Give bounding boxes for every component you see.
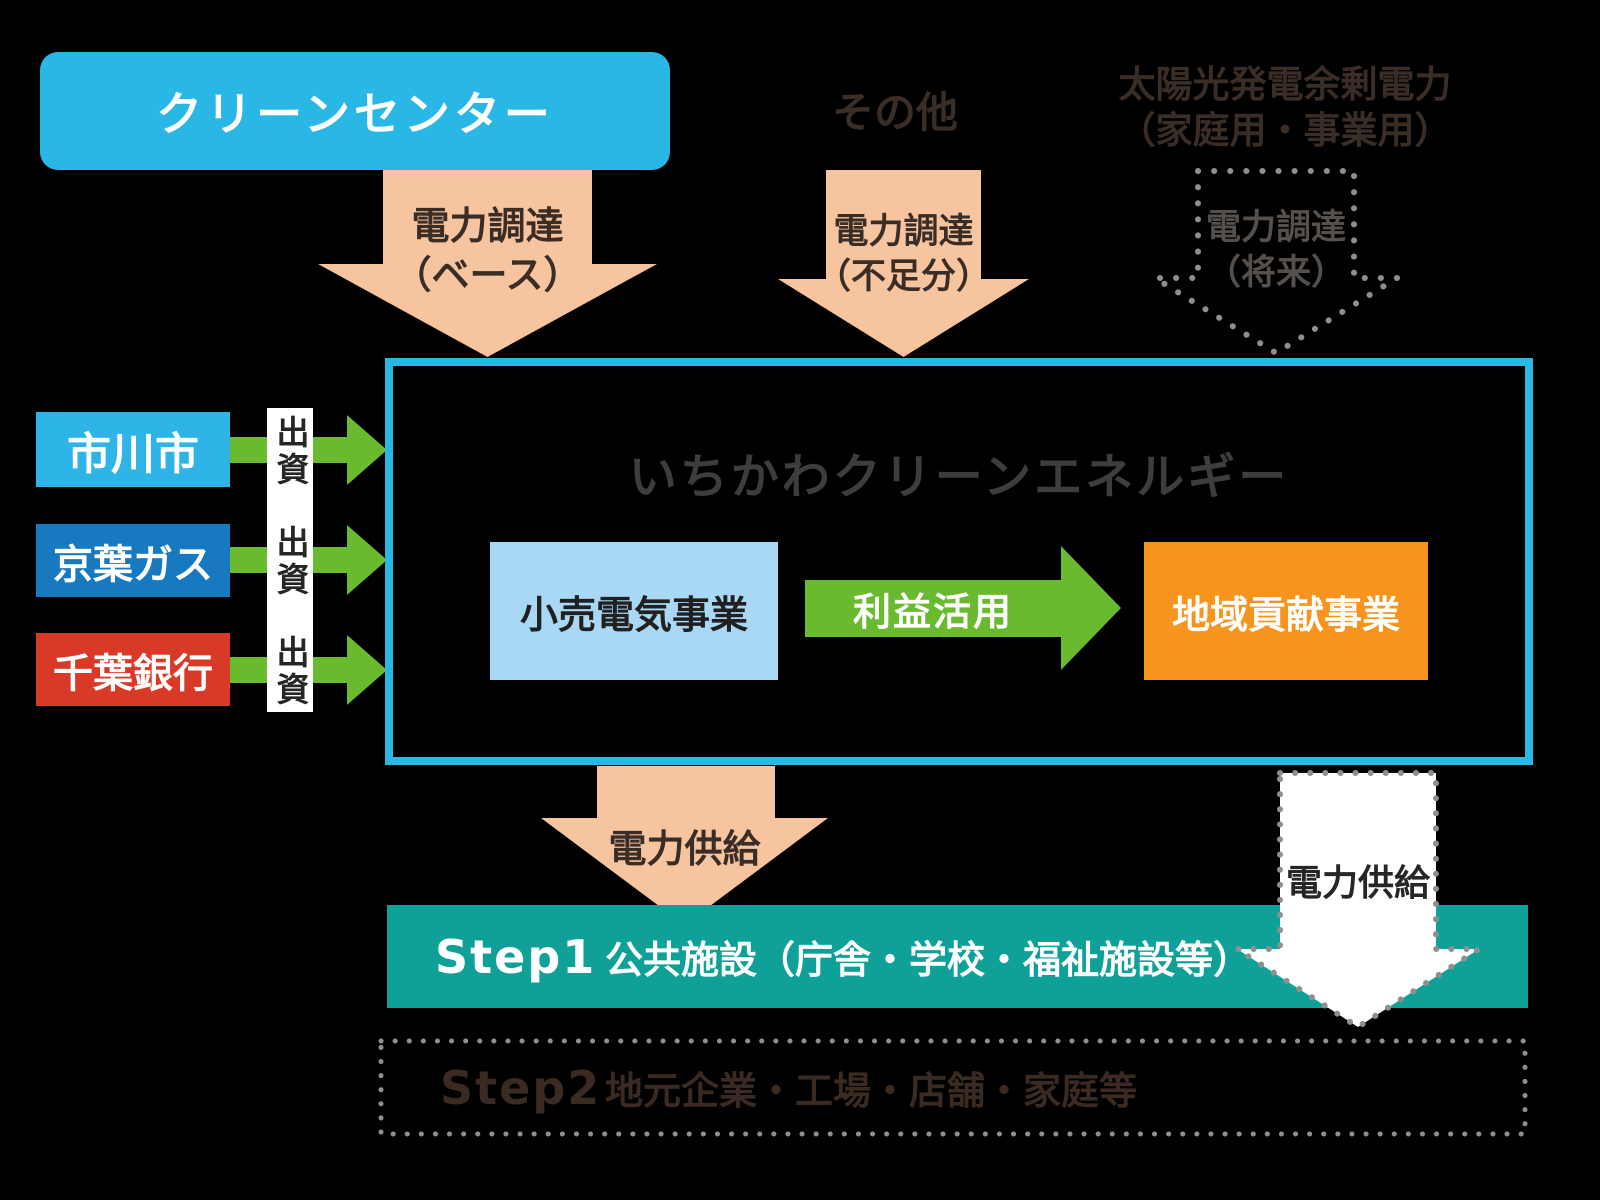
shortage-procurement-arrow bbox=[778, 170, 1029, 357]
retail-business-box: 小売電気事業 bbox=[490, 542, 778, 680]
profit-arrow bbox=[805, 546, 1121, 670]
investment-label-1: 出資 bbox=[271, 415, 310, 489]
base-procurement-line2: （ベース） bbox=[393, 252, 582, 297]
future-procurement-label: 電力調達 （将来） bbox=[1150, 206, 1402, 296]
supply-step1-label: 電力供給 bbox=[608, 827, 761, 871]
step2-tag: Step2 bbox=[440, 1060, 602, 1115]
profit-arrow-label: 利益活用 bbox=[852, 590, 1013, 634]
step2-box-dotted bbox=[378, 1038, 1528, 1137]
supply-step1-arrow bbox=[541, 766, 828, 925]
investor-box-keiyo-gas: 京葉ガス bbox=[36, 524, 230, 597]
base-procurement-line1: 電力調達 bbox=[411, 204, 564, 248]
shortage-procurement-line1: 電力調達 bbox=[833, 212, 974, 252]
solar-source-label: 太陽光発電余剰電力 （家庭用・事業用） bbox=[1090, 62, 1480, 154]
step1-description: 公共施設（庁舎・学校・福祉施設等） bbox=[605, 938, 1252, 982]
step2-description: 地元企業・工場・店舗・家庭等 bbox=[605, 1069, 1138, 1113]
step1-tag: Step1 bbox=[435, 929, 597, 984]
investor-box-chiba-bank: 千葉銀行 bbox=[36, 633, 230, 706]
contribution-business-box: 地域貢献事業 bbox=[1144, 542, 1428, 680]
future-procurement-line1: 電力調達 bbox=[1205, 208, 1346, 248]
base-procurement-label: 電力調達 （ベース） bbox=[318, 202, 657, 299]
solar-source-line1: 太陽光発電余剰電力 bbox=[1118, 63, 1452, 106]
shortage-procurement-label: 電力調達 （不足分） bbox=[778, 210, 1029, 300]
shortage-procurement-line2: （不足分） bbox=[815, 256, 991, 297]
supply-step2-arrow-dotted bbox=[1234, 770, 1482, 1030]
investment-label-3: 出資 bbox=[271, 635, 310, 709]
investor-box-ichikawa-city: 市川市 bbox=[36, 412, 230, 487]
future-procurement-line2: （将来） bbox=[1205, 252, 1346, 293]
clean-center-box: クリーンセンター bbox=[40, 52, 670, 170]
investment-label-2: 出資 bbox=[271, 525, 310, 599]
supply-step2-label: 電力供給 bbox=[1285, 863, 1430, 904]
solar-source-line2: （家庭用・事業用） bbox=[1118, 109, 1452, 152]
future-procurement-arrow-dotted bbox=[1152, 168, 1400, 356]
other-source-label: その他 bbox=[831, 87, 958, 137]
investment-strip bbox=[267, 408, 313, 712]
base-procurement-arrow bbox=[318, 170, 657, 357]
company-box bbox=[385, 358, 1533, 765]
company-title: いちかわクリーンエネルギー bbox=[628, 449, 1290, 505]
